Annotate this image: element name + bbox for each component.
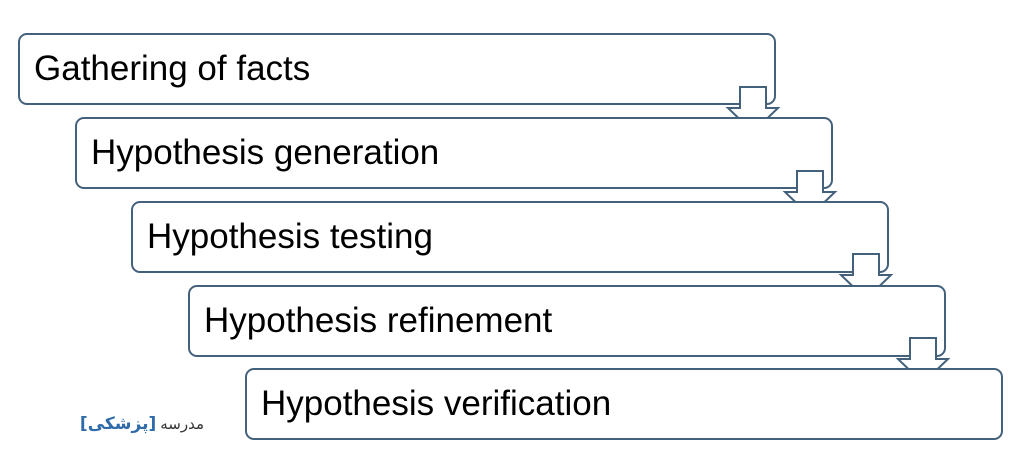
step-label: Gathering of facts [34,49,311,88]
step-label: Hypothesis generation [91,133,440,172]
step-hypothesis-generation: Hypothesis generation [75,117,833,189]
step-gathering-of-facts: Gathering of facts [18,33,776,105]
step-label: Hypothesis verification [261,384,612,423]
step-hypothesis-testing: Hypothesis testing [131,201,889,273]
step-label: Hypothesis testing [147,217,433,256]
logo-text-pezeshki: [پزشکی] [79,414,157,434]
step-hypothesis-refinement: Hypothesis refinement [188,285,946,357]
step-label: Hypothesis refinement [204,301,553,340]
logo: مدرسه [پزشکی] [44,408,204,440]
logo-text-madreseh: مدرسه [160,415,204,433]
step-hypothesis-verification: Hypothesis verification [245,368,1003,440]
